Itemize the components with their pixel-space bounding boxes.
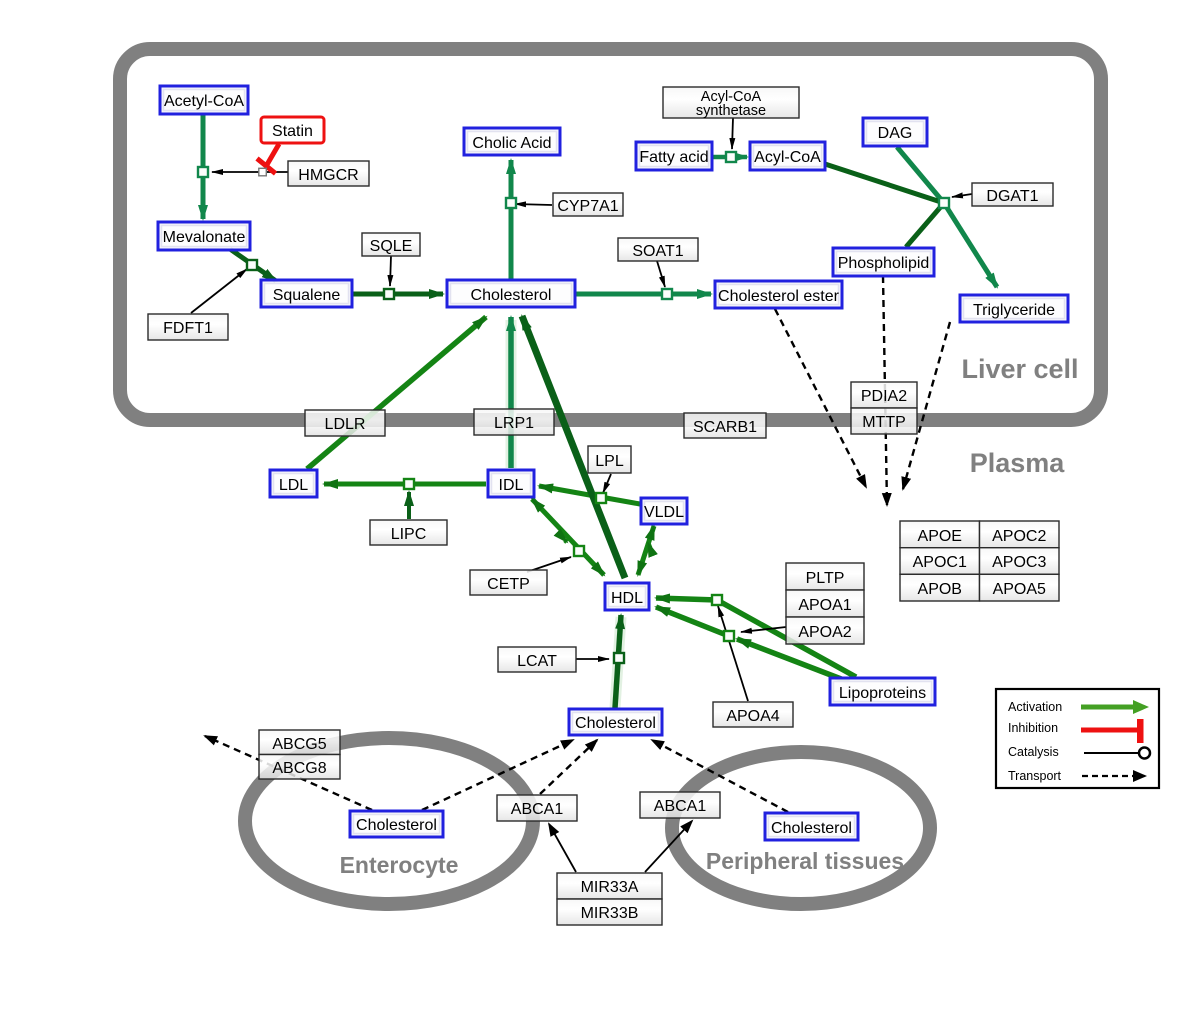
svg-text:DAG: DAG bbox=[878, 125, 913, 142]
svg-text:LDL: LDL bbox=[279, 477, 308, 494]
svg-text:Cholesterol ester: Cholesterol ester bbox=[718, 288, 840, 305]
svg-text:Acyl-CoA: Acyl-CoA bbox=[754, 149, 821, 166]
svg-text:APOA5: APOA5 bbox=[993, 581, 1046, 598]
svg-text:SQLE: SQLE bbox=[370, 238, 413, 255]
svg-text:CETP: CETP bbox=[487, 576, 530, 593]
svg-text:APOC1: APOC1 bbox=[913, 554, 967, 571]
svg-text:ABCA1: ABCA1 bbox=[654, 798, 707, 815]
svg-text:Fatty acid: Fatty acid bbox=[639, 149, 708, 166]
svg-text:LDLR: LDLR bbox=[325, 416, 366, 433]
svg-text:HDL: HDL bbox=[611, 590, 643, 607]
svg-text:LRP1: LRP1 bbox=[494, 415, 534, 432]
svg-text:MIR33A: MIR33A bbox=[581, 879, 639, 896]
svg-text:Enterocyte: Enterocyte bbox=[340, 852, 459, 878]
svg-text:ABCG5: ABCG5 bbox=[272, 736, 326, 753]
svg-text:Acetyl-CoA: Acetyl-CoA bbox=[164, 93, 244, 110]
svg-text:IDL: IDL bbox=[499, 477, 524, 494]
svg-text:VLDL: VLDL bbox=[644, 504, 684, 521]
svg-text:Cholic Acid: Cholic Acid bbox=[472, 135, 551, 152]
svg-text:Liver cell: Liver cell bbox=[961, 354, 1078, 384]
svg-text:Squalene: Squalene bbox=[273, 287, 341, 304]
svg-text:APOC2: APOC2 bbox=[992, 528, 1046, 545]
svg-text:CYP7A1: CYP7A1 bbox=[557, 198, 618, 215]
svg-text:PDIA2: PDIA2 bbox=[861, 388, 907, 405]
svg-text:Cholesterol: Cholesterol bbox=[356, 817, 437, 834]
svg-text:LCAT: LCAT bbox=[517, 653, 557, 670]
svg-text:SCARB1: SCARB1 bbox=[693, 419, 757, 436]
svg-text:Phospholipid: Phospholipid bbox=[838, 255, 930, 272]
svg-text:Catalysis: Catalysis bbox=[1008, 745, 1059, 759]
svg-text:LIPC: LIPC bbox=[391, 526, 427, 543]
svg-text:FDFT1: FDFT1 bbox=[163, 320, 213, 337]
svg-text:synthetase: synthetase bbox=[696, 103, 766, 119]
svg-text:Plasma: Plasma bbox=[970, 448, 1066, 478]
svg-text:Cholesterol: Cholesterol bbox=[771, 820, 852, 837]
svg-text:Transport: Transport bbox=[1008, 769, 1062, 783]
svg-text:APOA4: APOA4 bbox=[726, 708, 779, 725]
svg-text:Cholesterol: Cholesterol bbox=[471, 287, 552, 304]
svg-text:LPL: LPL bbox=[595, 453, 624, 470]
svg-text:Acyl-CoA: Acyl-CoA bbox=[701, 89, 762, 105]
svg-text:APOA2: APOA2 bbox=[798, 624, 851, 641]
svg-text:APOE: APOE bbox=[918, 528, 962, 545]
svg-text:MTTP: MTTP bbox=[862, 414, 906, 431]
svg-text:Mevalonate: Mevalonate bbox=[163, 229, 246, 246]
svg-text:DGAT1: DGAT1 bbox=[986, 188, 1038, 205]
svg-text:ABCG8: ABCG8 bbox=[272, 760, 326, 777]
svg-text:Inhibition: Inhibition bbox=[1008, 721, 1058, 735]
svg-text:Lipoproteins: Lipoproteins bbox=[839, 685, 926, 702]
svg-text:PLTP: PLTP bbox=[806, 570, 845, 587]
svg-text:Activation: Activation bbox=[1008, 700, 1062, 714]
svg-text:Statin: Statin bbox=[272, 123, 313, 140]
svg-text:ABCA1: ABCA1 bbox=[511, 801, 564, 818]
svg-text:HMGCR: HMGCR bbox=[298, 167, 358, 184]
svg-text:APOA1: APOA1 bbox=[798, 597, 851, 614]
svg-text:APOB: APOB bbox=[918, 581, 962, 598]
svg-text:MIR33B: MIR33B bbox=[581, 905, 639, 922]
svg-text:SOAT1: SOAT1 bbox=[632, 243, 683, 260]
svg-text:Cholesterol: Cholesterol bbox=[575, 715, 656, 732]
svg-text:Peripheral tissues: Peripheral tissues bbox=[706, 848, 904, 874]
svg-text:APOC3: APOC3 bbox=[992, 554, 1046, 571]
svg-text:Triglyceride: Triglyceride bbox=[973, 302, 1055, 319]
